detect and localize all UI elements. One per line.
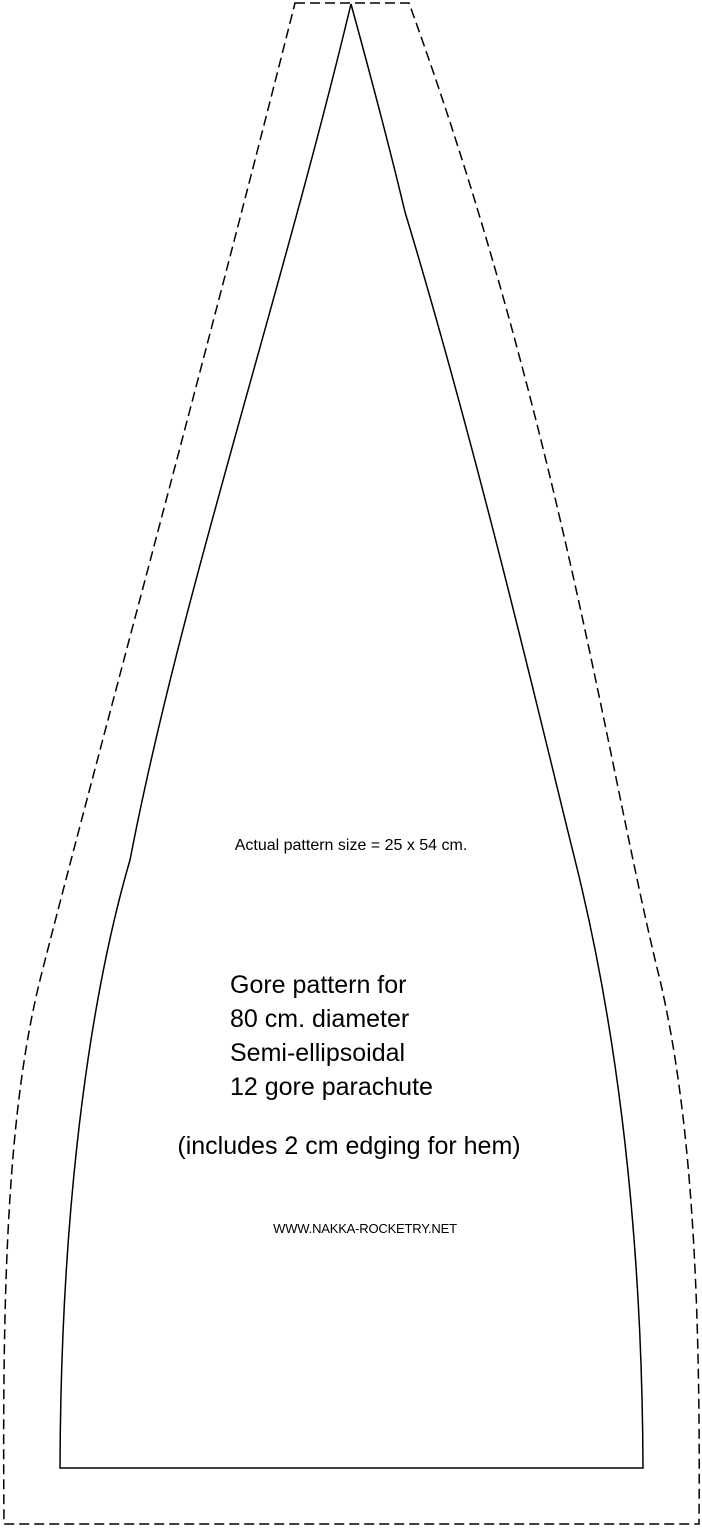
hem-allowance-note: (includes 2 cm edging for hem) [177,1132,521,1160]
title-line-3: Semi-ellipsoidal [230,1039,406,1067]
pattern-title-block: Gore pattern for 80 cm. diameter Semi-el… [230,968,433,1104]
title-line-2: 80 cm. diameter [230,1005,410,1033]
pattern-size-note: Actual pattern size = 25 x 54 cm. [234,837,468,854]
title-line-1: Gore pattern for [230,971,407,999]
sewing-line-outline [59,3,644,1469]
title-line-4: 12 gore parachute [230,1073,433,1101]
website-credit: WWW.NAKKA-ROCKETRY.NET [273,1221,457,1236]
